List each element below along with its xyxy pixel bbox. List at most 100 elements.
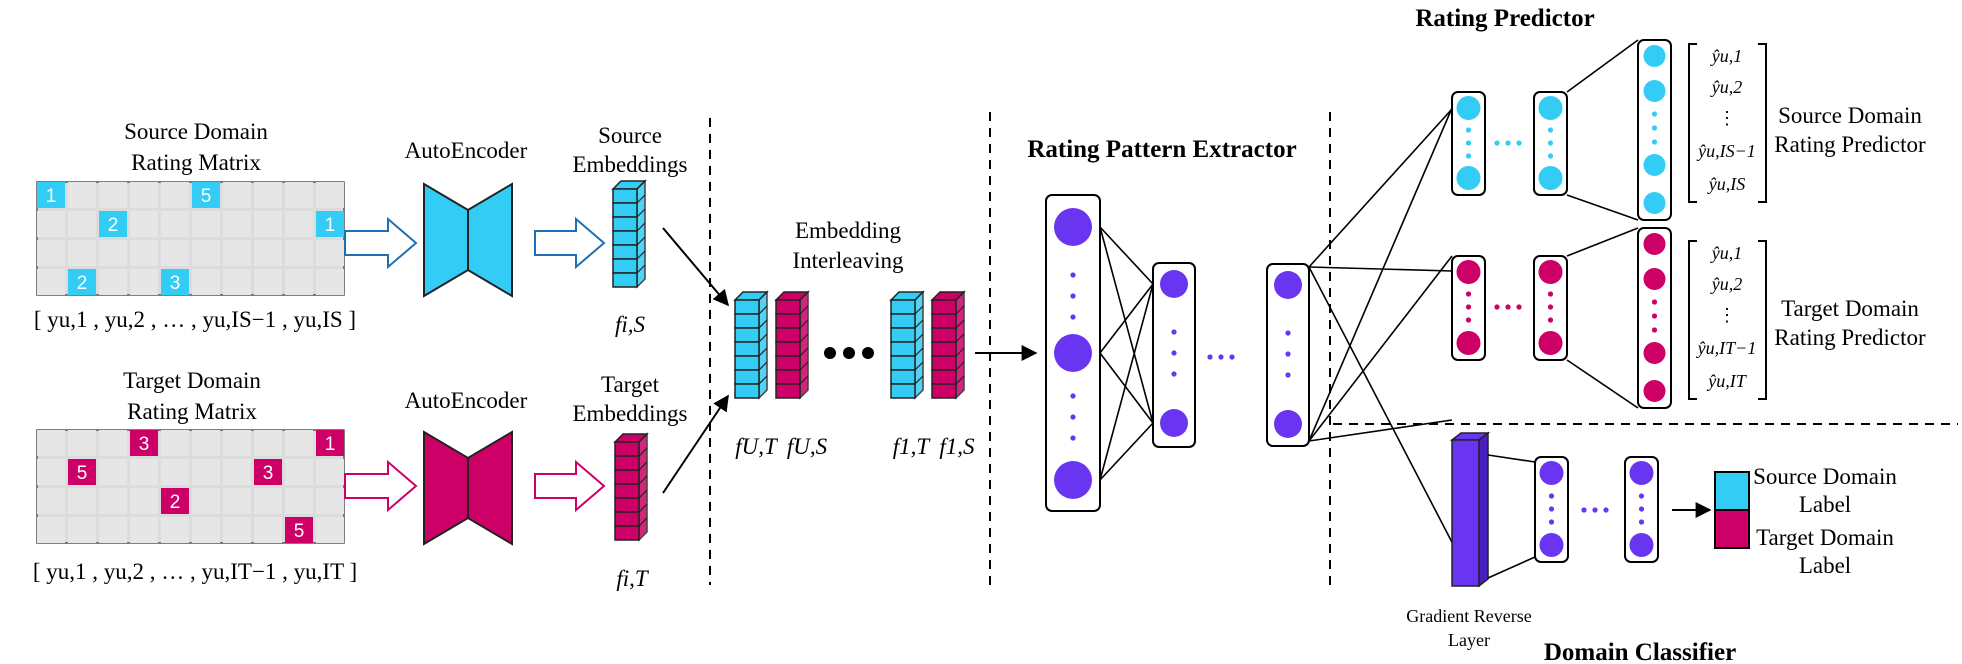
source-predictor-label-2: Rating Predictor: [1774, 132, 1926, 157]
matrix-cell: [68, 488, 96, 514]
matrix-cell: [68, 211, 96, 237]
matrix-cell: [192, 269, 220, 295]
interleaving-title-1: Embedding: [795, 218, 902, 243]
classifier-layer-2: [1624, 456, 1659, 563]
target-hollow-arrow: [344, 459, 418, 513]
target-pred-layer-2: [1533, 255, 1568, 361]
matrix-cell: [223, 182, 251, 208]
neuron: [1629, 533, 1654, 557]
gradient-reverse-layer: [1449, 431, 1491, 588]
matrix-cell: [130, 269, 158, 295]
source-pred-layer-2: [1533, 91, 1568, 196]
matrix-cell: [316, 182, 344, 208]
neuron: [1643, 192, 1666, 214]
rating-value: 5: [294, 521, 305, 542]
matrix-cell: [37, 211, 65, 237]
target-matrix-title-1: Target Domain: [123, 368, 261, 393]
matrix-cell: [99, 430, 127, 456]
target-matrix-title-2: Rating Matrix: [127, 399, 257, 424]
neuron: [1643, 154, 1666, 176]
target-output-1: ŷu,1: [1710, 243, 1743, 263]
neuron: [1160, 409, 1188, 437]
matrix-cell: [254, 430, 282, 456]
rating-value: 2: [170, 492, 181, 513]
matrix-cell: [130, 211, 158, 237]
matrix-cell: [254, 240, 282, 266]
matrix-cell: [254, 269, 282, 295]
matrix-cell: [316, 459, 344, 485]
classifier-title: Domain Classifier: [1544, 639, 1736, 664]
matrix-cell: [161, 240, 189, 266]
extractor-layer-2: [1152, 262, 1196, 448]
matrix-cell: [99, 240, 127, 266]
source-hollow-arrow: [344, 216, 418, 270]
matrix-cell: [161, 517, 189, 543]
matrix-cell: [254, 182, 282, 208]
matrix-cell: [223, 488, 251, 514]
source-embedding-stack: [611, 179, 647, 289]
neuron: [1456, 166, 1481, 190]
rating-value: 3: [139, 434, 150, 455]
interleaving-title-2: Interleaving: [792, 248, 904, 273]
matrix-cell: [254, 211, 282, 237]
interleave-stack-f1S: [930, 290, 966, 400]
matrix-cell: [254, 488, 282, 514]
matrix-cell: [37, 488, 65, 514]
neuron: [1643, 380, 1666, 402]
neuron: [1643, 45, 1666, 67]
rating-value: 1: [46, 186, 57, 207]
source-autoencoder-label: AutoEncoder: [405, 138, 528, 163]
target-domain-label-2: Label: [1799, 553, 1851, 578]
rating-value: 1: [325, 434, 336, 455]
matrix-cell: [161, 459, 189, 485]
rated-cell: [192, 182, 220, 208]
interleave-label-f1T: f1,T: [893, 434, 932, 459]
grl-label-1: Gradient Reverse: [1406, 606, 1531, 626]
target-output-vector: ŷu,1 ŷu,2 ⋮ ŷu,IT−1 ŷu,IT: [1688, 240, 1767, 400]
rating-value: 3: [263, 463, 274, 484]
predictor-title: Rating Predictor: [1415, 5, 1594, 32]
rated-cell: [285, 517, 313, 543]
target-embeddings-label-1: Target: [601, 372, 660, 397]
interleave-stack-fUS: [774, 290, 810, 400]
matrix-cell: [223, 211, 251, 237]
neuron: [1538, 96, 1563, 120]
matrix-cell: [192, 488, 220, 514]
source-hollow-arrow-2: [534, 216, 606, 270]
matrix-cell: [68, 240, 96, 266]
neuron: [1643, 233, 1666, 255]
neuron: [1538, 166, 1563, 190]
matrix-cell: [161, 211, 189, 237]
target-pred-layer-1: [1451, 255, 1486, 361]
classifier-layer-1: [1534, 456, 1569, 563]
matrix-cell: [192, 459, 220, 485]
neuron: [1456, 96, 1481, 120]
rating-value: 2: [77, 273, 88, 294]
extractor-title: Rating Pattern Extractor: [1027, 136, 1296, 163]
matrix-cell: [316, 488, 344, 514]
interleave-label-fUT: fU,T: [735, 434, 779, 459]
matrix-cell: [223, 517, 251, 543]
rating-pattern-extractor: [1045, 194, 1310, 512]
source-to-interleave-arrow: [662, 227, 730, 307]
source-output-1: ŷu,1: [1710, 46, 1743, 66]
target-domain-label-1: Target Domain: [1756, 525, 1894, 550]
rated-cell: [37, 182, 65, 208]
neuron: [1054, 334, 1092, 372]
matrix-cell: [37, 517, 65, 543]
matrix-cell: [192, 517, 220, 543]
matrix-cell: [285, 459, 313, 485]
rated-cell: [130, 430, 158, 456]
matrix-cell: [192, 211, 220, 237]
source-output-2: ŷu,2: [1710, 77, 1743, 97]
neuron: [1274, 271, 1302, 299]
rated-cell: [161, 488, 189, 514]
matrix-cell: [99, 182, 127, 208]
matrix-cell: [316, 240, 344, 266]
extractor-layer-1: [1045, 194, 1101, 512]
matrix-cell: [316, 269, 344, 295]
matrix-cell: [37, 240, 65, 266]
target-autoencoder-label: AutoEncoder: [405, 388, 528, 413]
